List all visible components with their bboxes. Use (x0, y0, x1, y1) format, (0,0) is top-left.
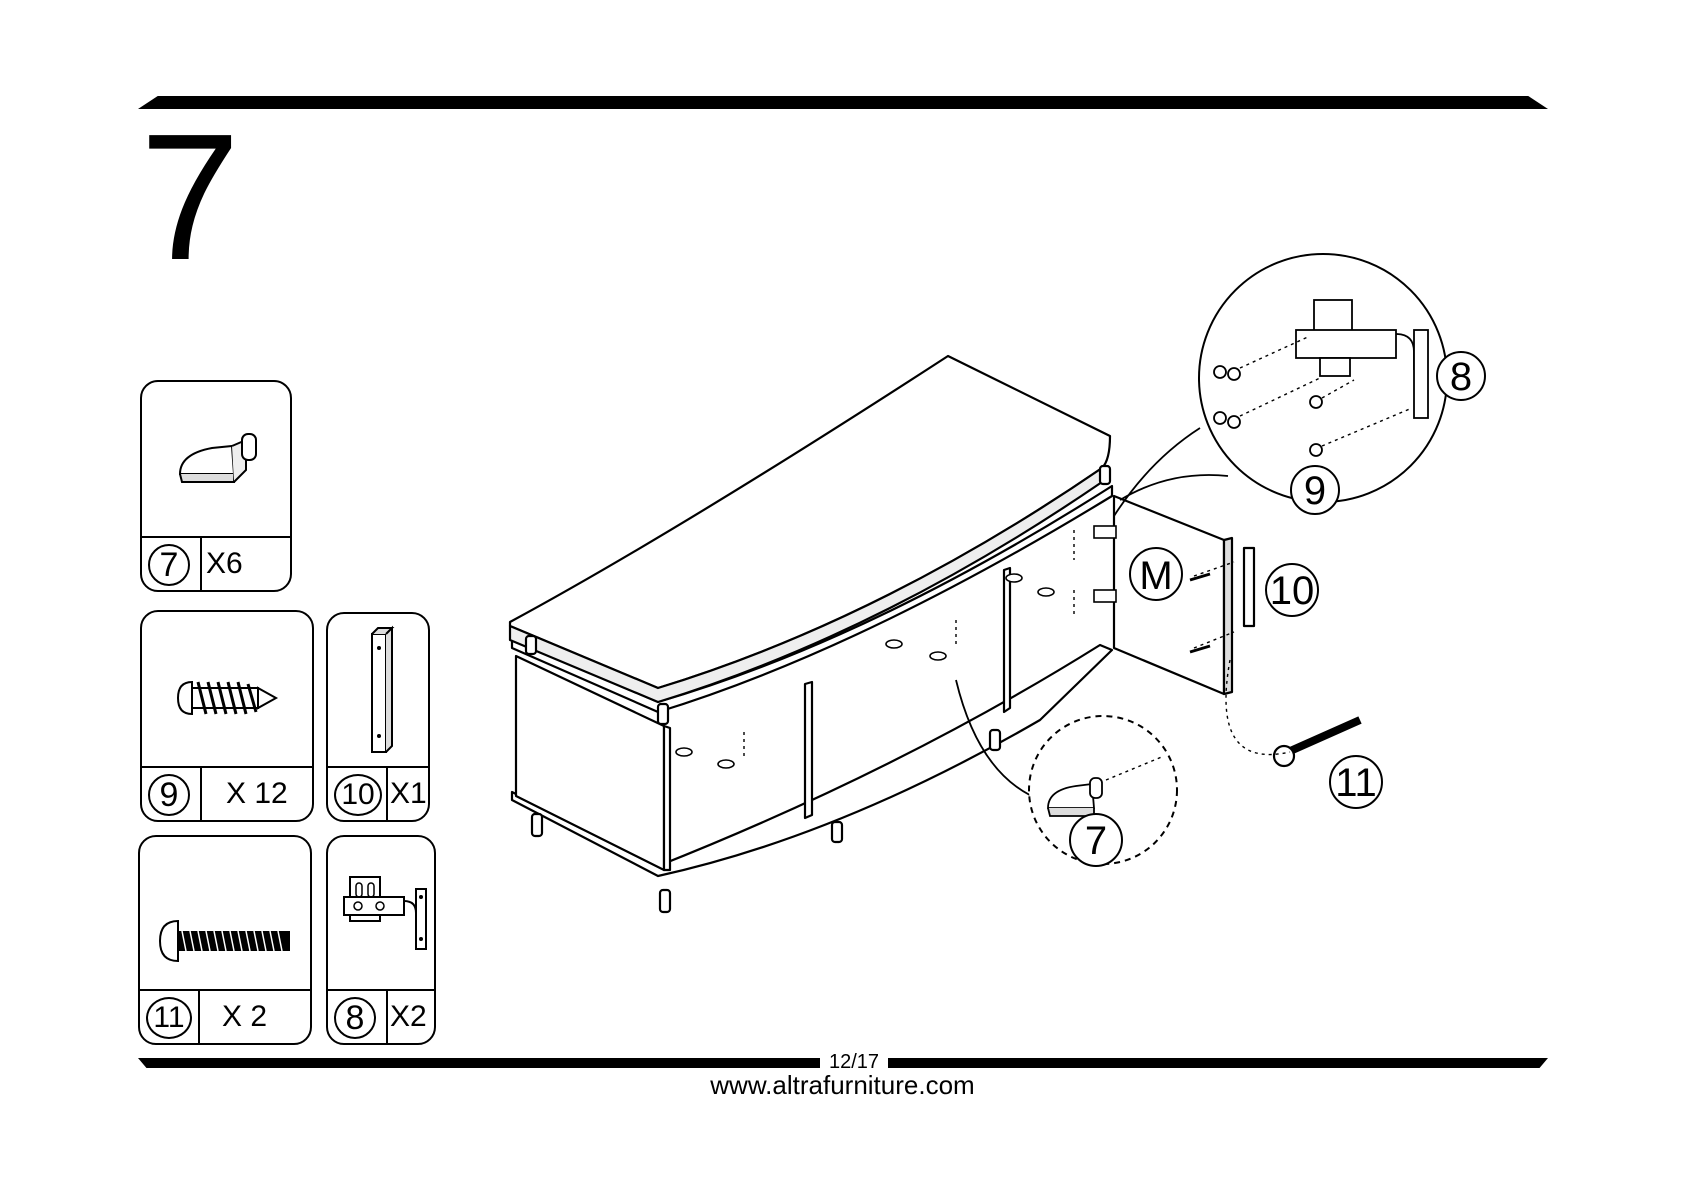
callout-handle: 10 (1270, 569, 1315, 613)
callout-panel: M (1139, 554, 1172, 598)
callout-shelf-pin: 7 (1085, 819, 1107, 863)
website-url: www.altrafurniture.com (0, 1070, 1685, 1101)
callout-hinge: 8 (1450, 355, 1472, 399)
callout-hinge-screw: 9 (1304, 469, 1326, 513)
callout-handle-bolt: 11 (1335, 761, 1377, 805)
